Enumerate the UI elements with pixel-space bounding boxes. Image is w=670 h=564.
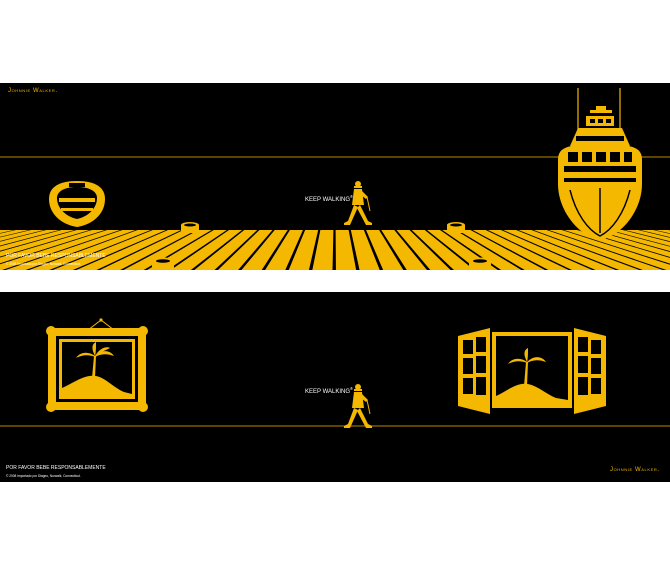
gallery-scene-panel: KEEP WALKING® POR FAVOR BEBE RESPONSABLE… (0, 292, 670, 482)
yacht-icon (558, 88, 642, 240)
dock-plank (411, 230, 475, 270)
dock-plank (381, 230, 427, 270)
dock-scene-art (0, 88, 670, 270)
dock-plank (0, 230, 105, 264)
striding-man-icon (344, 384, 372, 428)
dock-plank (52, 230, 166, 270)
tagline-text: KEEP WALKING® (305, 194, 353, 203)
dock-plank (335, 230, 357, 270)
dock-plank (655, 230, 670, 234)
dock-plank (518, 230, 640, 270)
dock-plank (217, 230, 273, 270)
dock-plank (5, 230, 136, 270)
dock-planks (0, 230, 670, 270)
legal-line: POR FAVOR BEBE RESPONSABLEMENTE (6, 253, 106, 259)
dock-plank (548, 230, 670, 270)
dock-plank (288, 230, 319, 270)
legal-subline: © 2008 Importado por Diageo, Norwalk, Co… (6, 474, 81, 478)
dock-plank (472, 230, 569, 270)
dock-plank (442, 230, 522, 270)
dock-plank (0, 230, 60, 246)
dock-plank (640, 230, 670, 238)
brand-logo-text: Johnnie Walker. (8, 88, 58, 94)
legal-subline: © 2008 Importado por Diageo, Norwalk, Co… (6, 262, 81, 266)
dock-plank (503, 230, 616, 270)
dock-plank (241, 230, 288, 270)
dock-plank (564, 230, 670, 264)
dock-plank (0, 230, 75, 251)
bollard-icon (447, 222, 465, 233)
dock-plank (0, 230, 14, 234)
bollard-icon (152, 257, 174, 270)
tagline-text: KEEP WALKING® (305, 386, 353, 395)
dock-plank (487, 230, 593, 270)
dock-plank (396, 230, 451, 270)
striding-man-icon (344, 181, 372, 225)
brand-logo-text: Johnnie Walker. (610, 467, 660, 473)
dock-plank (533, 230, 663, 270)
dock-plank (76, 230, 182, 270)
dock-scene-panel: Johnnie Walker. KEEP WALKING® POR FAVOR … (0, 83, 670, 270)
dock-plank (594, 230, 670, 252)
dock-plank (99, 230, 197, 270)
legal-line: POR FAVOR BEBE RESPONSABLEMENTE (6, 465, 106, 471)
dock-plank (312, 230, 334, 270)
gallery-scene-art (0, 318, 670, 428)
dock-plank (457, 230, 545, 270)
dock-plank (0, 230, 45, 242)
dock-plank (350, 230, 380, 270)
dock-plank (29, 230, 151, 270)
dock-plank (170, 230, 243, 270)
dock-plank (624, 230, 670, 242)
dock-plank (366, 230, 404, 270)
dock-plank (194, 230, 258, 270)
dock-plank (265, 230, 303, 270)
dock-plank (0, 230, 121, 270)
framed-island-painting-icon (46, 318, 148, 412)
dock-plank (0, 230, 29, 237)
dock-plank (609, 230, 670, 246)
dock-plank (123, 230, 212, 270)
open-window-island-icon (458, 328, 606, 414)
rowboat-icon (49, 181, 105, 227)
bollard-icon (181, 222, 199, 233)
bollard-icon (469, 257, 491, 270)
